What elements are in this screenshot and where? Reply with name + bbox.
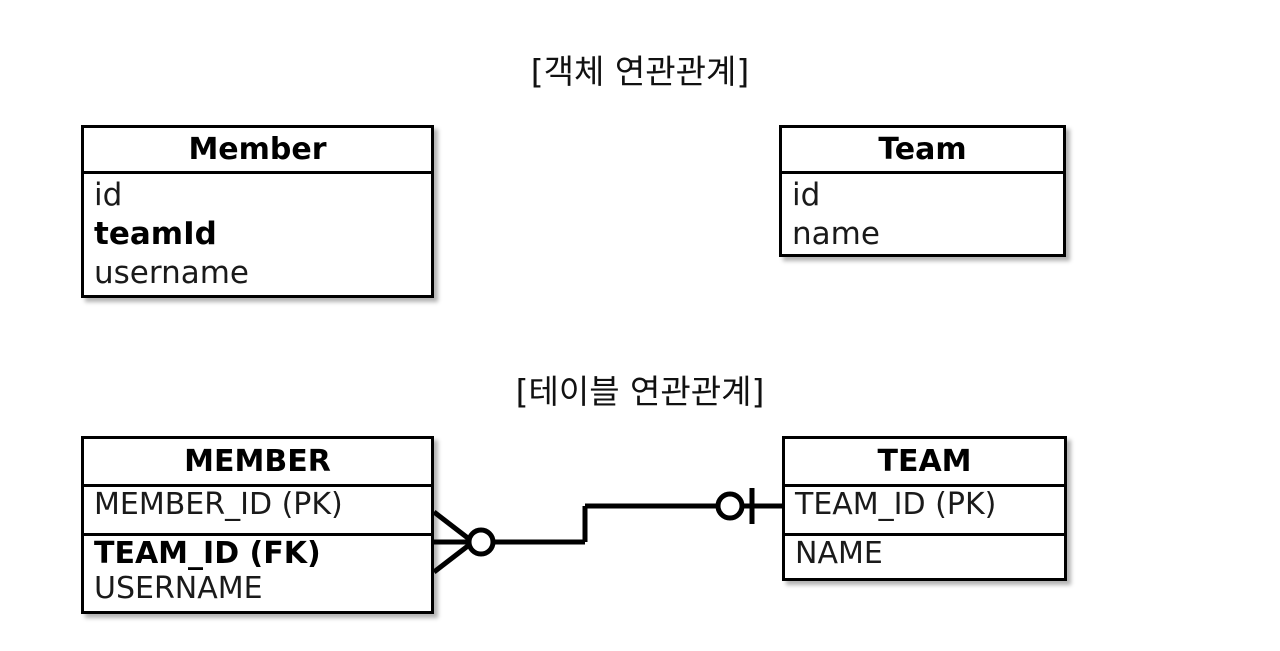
zero-circle-team-side [715, 491, 745, 521]
column-member-id-pk: MEMBER_ID (PK) [94, 487, 343, 522]
entity-box-member-table[interactable]: MEMBER MEMBER_ID (PK) TEAM_ID (FK) USERN… [81, 436, 434, 614]
entity-fields-team-object: id name [782, 171, 1063, 257]
column-team-id-fk: TEAM_ID (FK) [94, 536, 321, 571]
entity-box-team-object[interactable]: Team id name [779, 125, 1066, 257]
crows-foot-upper-line [432, 510, 475, 544]
field-member-username: username [94, 255, 249, 291]
column-member-username: USERNAME [94, 571, 263, 606]
table-model-title: [테이블 연관관계] [515, 372, 765, 411]
entity-box-team-table[interactable]: TEAM TEAM_ID (PK) NAME [782, 436, 1067, 581]
entity-fields-member-object: id teamId username [84, 171, 431, 298]
entity-header-team-object: Team [878, 131, 967, 167]
entity-box-member-object[interactable]: Member id teamId username [81, 125, 434, 298]
entity-columns-section-member-table: TEAM_ID (FK) USERNAME [84, 533, 431, 614]
field-team-name: name [792, 216, 880, 252]
object-model-title: [객체 연관관계] [530, 52, 750, 91]
zero-circle-member-side [466, 527, 496, 557]
relationship-connector-member-team[interactable] [420, 470, 800, 580]
field-member-id: id [94, 177, 123, 213]
crows-foot-lower-line [432, 540, 475, 574]
field-team-id: id [792, 177, 821, 213]
entity-pk-section-member-table: MEMBER_ID (PK) [84, 484, 431, 533]
column-team-id-pk: TEAM_ID (PK) [795, 487, 997, 522]
entity-header-team-table: TEAM [877, 443, 972, 479]
entity-pk-section-team-table: TEAM_ID (PK) [785, 484, 1064, 533]
entity-header-member-object: Member [188, 131, 327, 167]
column-team-name: NAME [795, 536, 883, 571]
entity-header-member-table: MEMBER [184, 443, 331, 479]
entity-columns-section-team-table: NAME [785, 533, 1064, 581]
field-member-teamid: teamId [94, 216, 217, 252]
